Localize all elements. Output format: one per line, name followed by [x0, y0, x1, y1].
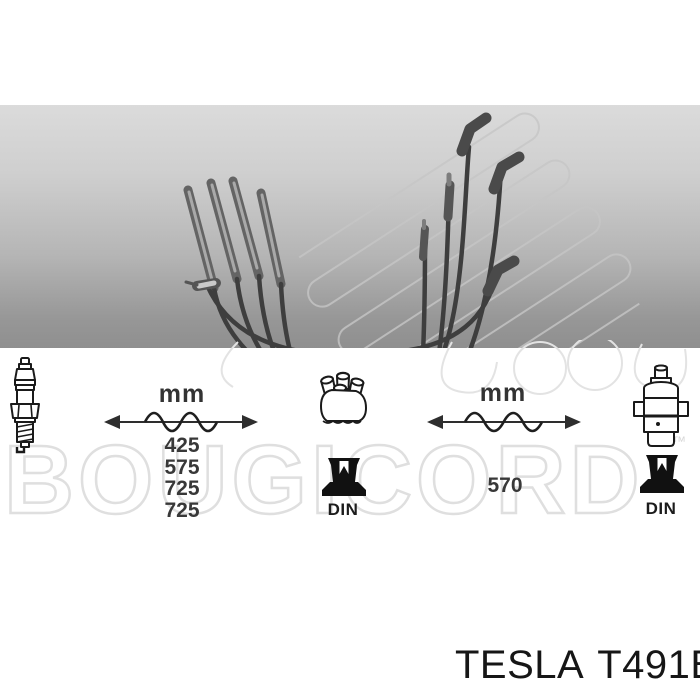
spark-plug-icon [10, 357, 40, 454]
part-number-text: T491B [597, 643, 700, 687]
brand-text: TESLA [455, 643, 585, 687]
coil-cable-connector [184, 278, 221, 291]
product-photo [0, 105, 700, 348]
arrowhead-right [242, 415, 258, 429]
product-title: TESLA T491B [455, 643, 700, 688]
wavy-cable-symbol [143, 411, 219, 433]
wavy-cable-symbol [463, 411, 544, 433]
arrowhead-left [104, 415, 120, 429]
din-label: DIN [327, 500, 359, 519]
din-label: DIN [645, 499, 677, 518]
lead-length-value: 575 [164, 455, 200, 479]
arrowhead-right [565, 415, 581, 429]
coil-lead-length-value: 570 [487, 474, 523, 497]
lead-length-value: 425 [164, 434, 200, 457]
cable-boots [419, 112, 525, 297]
plug-leads-unit-label: mm [158, 380, 206, 408]
din-boot-icon [640, 455, 684, 493]
ignition-coil-icon [633, 364, 689, 447]
ignition-cable-set-photo [183, 112, 640, 348]
lead-length-value: 725 [164, 498, 200, 522]
din-boot-icon [322, 458, 366, 496]
plug-leads-length-arrow [104, 411, 258, 433]
cord-pattern-watermark [298, 112, 640, 348]
lead-length-value: 725 [164, 477, 200, 500]
coil-lead-length-arrow [427, 411, 581, 433]
terminal-sleeves [183, 176, 286, 293]
plug-lead-lengths: 425 575 725 725 [148, 435, 216, 521]
watermark-loops [220, 340, 688, 395]
spark-plug-cables [204, 144, 504, 348]
coil-lead-unit-label: mm [479, 379, 527, 407]
arrowhead-left [427, 415, 443, 429]
distributor-cap-icon [320, 371, 367, 424]
